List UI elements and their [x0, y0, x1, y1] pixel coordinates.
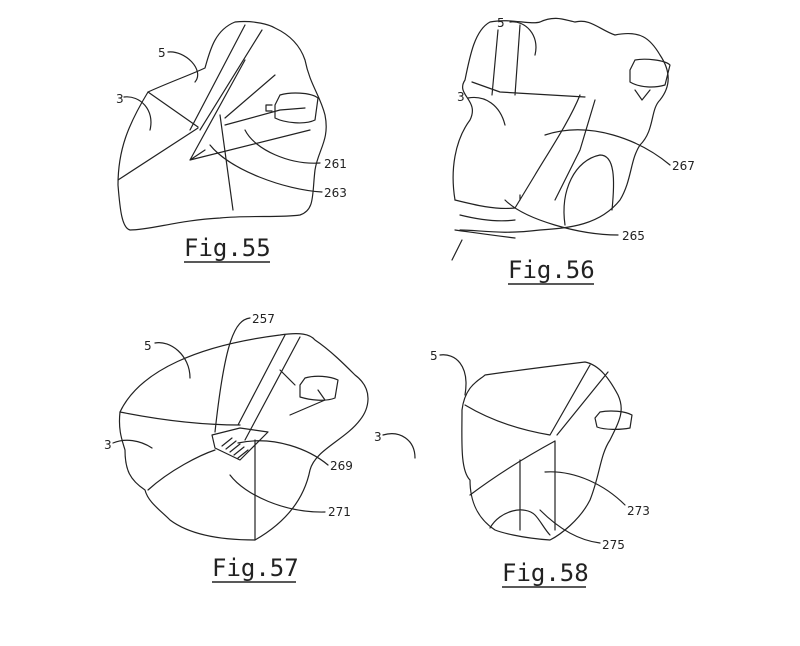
label-3: 3 — [104, 438, 112, 452]
fig55-leaders — [123, 51, 323, 193]
label-271: 271 — [328, 505, 351, 519]
fig56-mirror — [629, 58, 671, 101]
fig55-outline — [117, 20, 327, 231]
figure-55: 5 3 261 263 Fig.55 — [116, 20, 347, 263]
fig57-mirror — [299, 375, 339, 401]
figure-57: 257 5 3 269 271 Fig.57 — [104, 312, 369, 583]
fig55-edges — [117, 74, 306, 211]
figure-caption: Fig.58 — [502, 559, 589, 587]
label-5: 5 — [497, 16, 505, 30]
label-5: 5 — [430, 349, 438, 363]
label-3: 3 — [457, 90, 465, 104]
fig57-edges — [119, 334, 326, 541]
label-265: 265 — [622, 229, 645, 243]
label-263: 263 — [324, 186, 347, 200]
label-269: 269 — [330, 459, 353, 473]
fig57-vent-panel — [211, 427, 269, 461]
fig56-outline — [452, 17, 669, 233]
fig58-leaders — [382, 354, 626, 544]
label-261: 261 — [324, 157, 347, 171]
label-5: 5 — [158, 46, 166, 60]
fig58-outline — [461, 361, 622, 541]
fig56-body-lines — [451, 24, 596, 261]
label-3: 3 — [374, 430, 382, 444]
fig56-wheel-arch — [563, 154, 615, 226]
figure-56: 5 3 267 265 Fig.56 — [451, 16, 695, 285]
label-273: 273 — [627, 504, 650, 518]
fig56-leaders — [467, 21, 671, 236]
figure-58: 5 3 273 275 Fig.58 — [374, 349, 650, 588]
label-257: 257 — [252, 312, 275, 326]
fig55-mirror — [265, 92, 319, 124]
figure-caption: Fig.55 — [184, 234, 271, 262]
fig57-vent-slots — [221, 437, 249, 459]
label-275: 275 — [602, 538, 625, 552]
fig58-mirror — [594, 410, 633, 430]
fig55-pillar — [189, 24, 311, 161]
fig57-outline — [118, 333, 369, 541]
label-5: 5 — [144, 339, 152, 353]
label-3: 3 — [116, 92, 124, 106]
fig58-edges — [464, 364, 609, 536]
figure-caption: Fig.56 — [508, 256, 595, 284]
figure-caption: Fig.57 — [212, 554, 299, 582]
fig57-leaders — [112, 317, 329, 513]
label-267: 267 — [672, 159, 695, 173]
